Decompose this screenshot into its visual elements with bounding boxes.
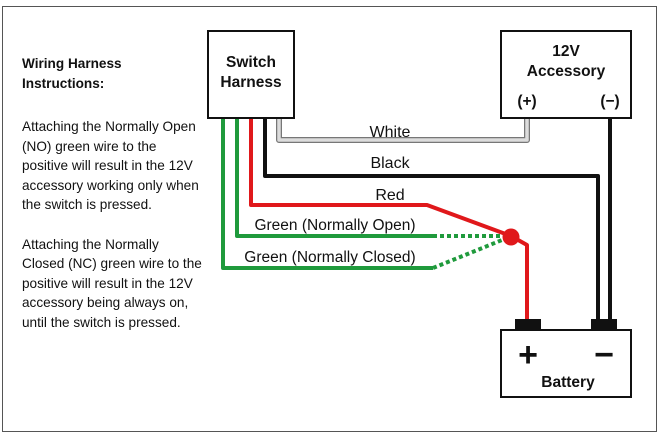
black-wire-label: Black <box>370 155 410 172</box>
positive-junction <box>502 228 520 246</box>
switch-harness-box <box>207 30 295 119</box>
green-no-wire-label: Green (Normally Open) <box>254 217 415 234</box>
battery-plus-sign: + <box>518 336 538 374</box>
white-wire-label: White <box>370 124 411 141</box>
battery-label: Battery <box>541 374 595 391</box>
battery-negative-post <box>591 319 617 331</box>
instructions-panel: Wiring Harness Instructions: Attaching t… <box>22 54 202 352</box>
white-wire <box>276 118 530 143</box>
red-wire-label: Red <box>375 187 404 204</box>
instructions-normally-closed: Attaching the Normally Closed (NC) green… <box>22 236 202 330</box>
black-wire-harness <box>263 118 600 320</box>
instructions-normally-open: Attaching the Normally Open (NO) green w… <box>22 119 199 212</box>
accessory-positive-terminal: (+) <box>517 93 536 110</box>
battery-box <box>500 329 632 398</box>
accessory-negative-terminal: (−) <box>600 93 619 110</box>
accessory-label-2: Accessory <box>527 63 606 80</box>
battery-minus-sign: − <box>594 336 614 374</box>
green-nc-wire-label: Green (Normally Closed) <box>244 249 415 266</box>
switch-harness-label-2: Harness <box>220 74 281 91</box>
instructions-heading: Wiring Harness Instructions: <box>22 56 122 91</box>
green-wire-normally-open <box>235 118 433 238</box>
battery-positive-post <box>515 319 541 331</box>
green-wire-normally-closed-dotted <box>432 236 508 270</box>
accessory-label-1: 12V <box>552 43 580 60</box>
accessory-box <box>500 30 632 119</box>
red-wire <box>249 118 529 320</box>
switch-harness-label-1: Switch <box>226 54 276 71</box>
green-wire-normally-closed <box>221 118 433 270</box>
